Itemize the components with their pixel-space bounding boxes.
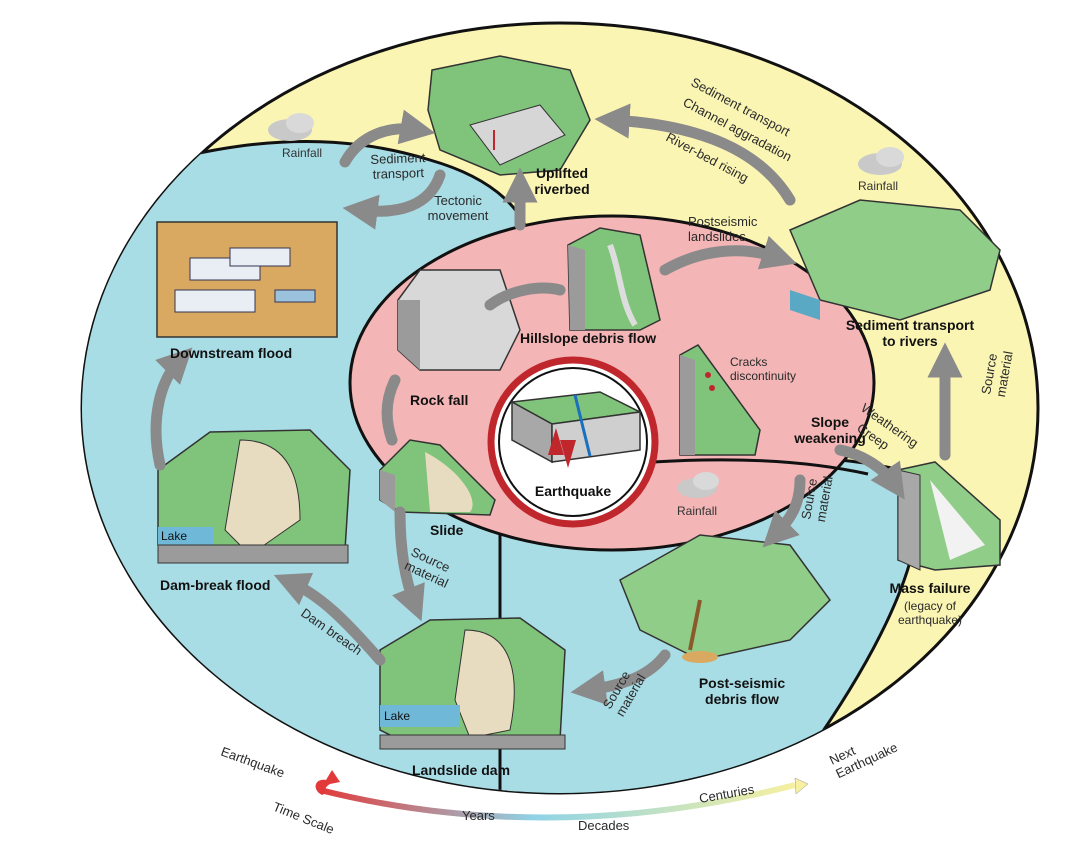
text-line: weakening [793, 430, 866, 446]
label-time-earthquake: Earthquake [219, 744, 287, 781]
text-line: Sediment transport [846, 317, 975, 333]
label-lake-bottom: Lake [384, 709, 410, 723]
time-scale-arrowhead-icon [794, 777, 809, 795]
label-rainfall-left: Rainfall [282, 146, 322, 160]
label-slide: Slide [430, 522, 464, 538]
label-years: Years [462, 808, 495, 823]
dam-break-flood-illustration [157, 429, 351, 564]
rock-fall-illustration [397, 269, 521, 371]
arrow-break-to-downstream [150, 347, 193, 471]
text-line: debris flow [705, 691, 779, 707]
text-line: movement [428, 208, 489, 223]
label-decades: Decades [578, 818, 630, 833]
text-line: Cracks [730, 355, 767, 369]
arrow-to-post-seismic [762, 474, 806, 548]
label-mass-failure: Mass failure [890, 580, 971, 596]
sediment-transport-rivers-illustration [789, 199, 1001, 321]
flow-arrows [150, 103, 963, 706]
fault-arrow-down-icon [560, 440, 576, 468]
text-line: discontinuity [730, 369, 796, 383]
text-line: landslides [688, 229, 746, 244]
label-hillslope-debris-flow: Hillslope debris flow [520, 330, 656, 346]
text-line: Tectonic [434, 193, 482, 208]
text-line: earthquake) [898, 613, 962, 627]
text-line: Post-seismic [699, 675, 786, 691]
label-rainfall-right: Rainfall [858, 179, 898, 193]
arrow-river-bed-rising [594, 103, 796, 206]
label-rock-fall: Rock fall [410, 392, 468, 408]
label-dam-break-flood: Dam-break flood [160, 577, 270, 593]
arrow-sediment-lower [342, 169, 446, 230]
label-rainfall-center: Rainfall [677, 504, 717, 518]
earthquake-title: Earthquake [535, 483, 611, 499]
label-lake-top: Lake [161, 529, 187, 543]
rainfall-cloud-icon-right [858, 147, 904, 175]
text-line: transport [372, 165, 424, 182]
rainfall-cloud-icon-left [268, 113, 314, 141]
earthquake-block-illustration [509, 391, 643, 468]
arrow-dam-to-break [273, 572, 386, 666]
hillslope-debris-flow-illustration [567, 227, 661, 331]
label-time-scale: Time Scale [271, 799, 336, 837]
arrow-weakening-to-failure [834, 444, 905, 500]
text-line: Postseismic [688, 214, 758, 229]
slide-illustration [379, 439, 496, 516]
arrow-sediment-upper [339, 109, 436, 168]
landslide-dam-illustration [379, 617, 566, 750]
text-line: to rivers [882, 333, 937, 349]
text-line: Sediment [370, 150, 426, 167]
arrow-rockfall-to-debris [484, 282, 566, 311]
time-scale-bar [319, 782, 796, 821]
arrow-post-to-dam [570, 649, 671, 706]
rainfall-cloud-icon-center [677, 472, 719, 498]
fault-arrow-up-icon [548, 428, 564, 455]
text-line: Slope [811, 414, 849, 430]
arrow-rockfall-to-slide [381, 374, 401, 446]
label-sediment-transport-left: Sedimenttransport [370, 150, 426, 182]
text-line: Source [978, 352, 1000, 395]
text-line: (legacy of [904, 599, 957, 613]
label-downstream-flood: Downstream flood [170, 345, 292, 361]
uplifted-riverbed-illustration [427, 55, 591, 176]
arrow-postseismic-landslides [659, 235, 797, 276]
slope-weakening-illustration [679, 344, 761, 456]
text-line: riverbed [534, 181, 589, 197]
label-next-earthquake: NextEarthquake [827, 726, 900, 781]
text-line: Source [798, 477, 820, 520]
post-seismic-debris-flow-illustration [619, 534, 831, 663]
downstream-flood-illustration [156, 221, 338, 338]
arrow-slide-to-dam [392, 506, 425, 622]
time-scale-start-icon [315, 770, 340, 795]
label-landslide-dam: Landslide dam [412, 762, 510, 778]
text-line: Uplifted [536, 165, 588, 181]
